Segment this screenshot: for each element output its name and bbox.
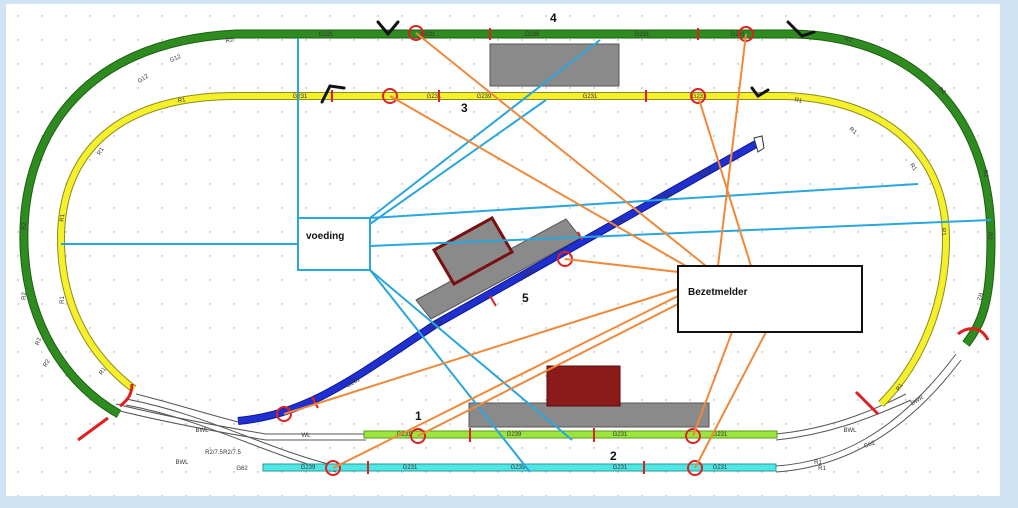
segment-label: G231 [319,32,334,38]
segment-label: G239 [525,32,540,38]
segment-label: R2 [43,358,52,368]
segment-label: R2 [975,292,982,301]
segment-label: R2 [225,37,235,45]
building-diagonal [431,215,515,287]
segment-label: G239 [511,465,526,471]
segment-label: G12 [137,73,150,85]
section-markers [311,28,699,474]
platform-top [489,43,620,87]
segment-label: BWL [175,460,189,466]
loop-break-marks [77,327,990,442]
segment-label: G62 [863,440,876,450]
track-number-5: 5 [522,291,529,305]
segment-label: R2/7.5 [205,450,223,456]
yellow-loop-track-fill [57,93,950,407]
segment-label: G12 [169,54,182,65]
segment-label: R1 [908,163,918,173]
segment-label: G231 [421,32,436,38]
segment-label: R1 [60,213,67,222]
segment-label: G231 [613,465,628,471]
segment-label: R1 [848,126,858,136]
track-number-3: 3 [461,101,468,115]
segment-label: G231 [427,94,442,100]
segment-label: R2 [22,292,28,300]
segment-label: R2/7.5 [223,450,241,456]
cyan-track-2 [262,463,777,472]
voeding-box [297,217,371,271]
segment-label: R2 [844,36,854,44]
detection-circles [276,25,754,476]
segment-label: WL [302,433,312,439]
segment-label: G231 [713,465,728,471]
segment-label: R2 [986,232,992,240]
segment-label: R1 [794,97,803,105]
segment-label: BWL [195,428,209,434]
segment-label: R1 [60,296,66,304]
segment-label: R2 [35,336,43,346]
segment-label: R2 [981,170,988,179]
segment-label: G239 [301,465,316,471]
track-number-2: 2 [610,449,617,463]
segment-label: G231 [583,94,598,100]
segment-label: BWL [843,428,857,434]
track-number-1: 1 [415,409,422,423]
segment-label: G239 [507,432,522,438]
segment-label: R1 [940,228,947,237]
segment-label: G231 [613,432,628,438]
outer-loop-track-fill [20,30,995,418]
segment-label: G231 [713,432,728,438]
segment-label: R1 [97,146,106,156]
segment-label: R2 [22,222,28,230]
blue-diagonal-track-fill [237,141,758,424]
orange-wires [283,32,767,469]
segment-label: R1 [818,466,826,472]
segment-label: G231 [403,465,418,471]
track-number-4: 4 [550,11,557,25]
segment-label: G239 [477,94,492,100]
segment-label: R1 [896,382,906,392]
buffer-stop [753,135,765,153]
segment-label: R1 [99,366,109,376]
building-bottom [546,365,621,407]
platform-bottom [468,402,710,428]
segment-label: R1 [177,97,186,105]
segment-label: R1 [814,460,822,466]
voeding-label: voeding [306,231,344,242]
direction-arrows [320,20,816,104]
bezetmelder-box [677,265,863,333]
segment-label: G62 [236,466,248,472]
segment-label: G231 [397,432,412,438]
segment-label: G231 [635,32,650,38]
segment-label: R2 [937,86,947,96]
segment-label: G231 [293,94,308,100]
bezetmelder-label: Bezetmelder [688,287,748,298]
